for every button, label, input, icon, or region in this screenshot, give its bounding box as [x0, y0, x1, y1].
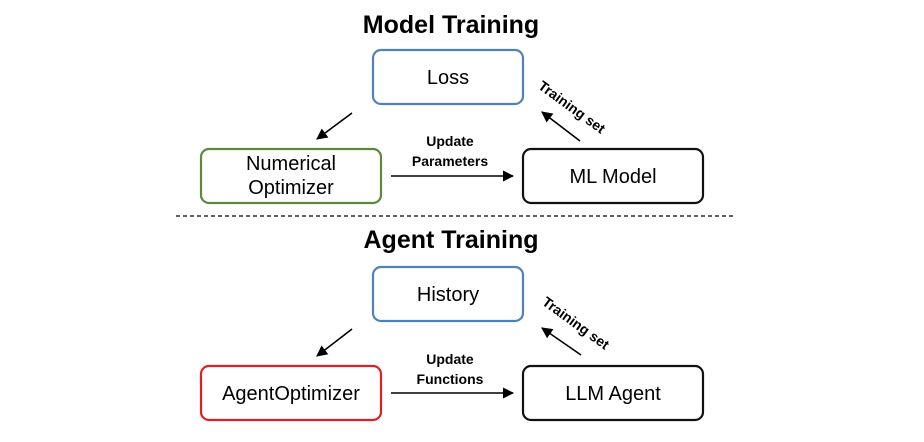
history-label: History	[417, 284, 479, 306]
numerical-optimizer-label-line1: Numerical	[246, 153, 336, 175]
update-functions-label-line2: Functions	[417, 371, 484, 387]
history-to-optimizer-arrow	[316, 328, 353, 357]
loss-to-optimizer-arrow	[316, 112, 353, 140]
update-parameters-label-line1: Update	[426, 133, 474, 149]
update-parameters-label-line2: Parameters	[412, 153, 488, 169]
loss-box	[371, 48, 525, 106]
numerical-optimizer-label-line2: Optimizer	[248, 177, 334, 199]
agent-training-set-label: Training set	[539, 293, 612, 352]
model-training-set-label: Training set	[535, 77, 608, 136]
agent-training-title: Agent Training	[364, 226, 539, 254]
update-functions-label-line1: Update	[426, 351, 474, 367]
numerical-optimizer-box	[199, 147, 383, 205]
agent-optimizer-box	[199, 364, 383, 422]
model-training-title: Model Training	[363, 11, 539, 39]
history-box	[371, 265, 525, 323]
ml-model-box	[521, 147, 705, 205]
llm-agent-box	[521, 364, 705, 422]
agent-optimizer-label: AgentOptimizer	[222, 383, 360, 405]
ml-model-label: ML Model	[569, 166, 656, 188]
agent-to-history-arrow	[541, 327, 582, 356]
llm-agent-label: LLM Agent	[565, 383, 661, 405]
loss-label: Loss	[427, 67, 469, 89]
model-to-loss-arrow	[541, 111, 581, 142]
